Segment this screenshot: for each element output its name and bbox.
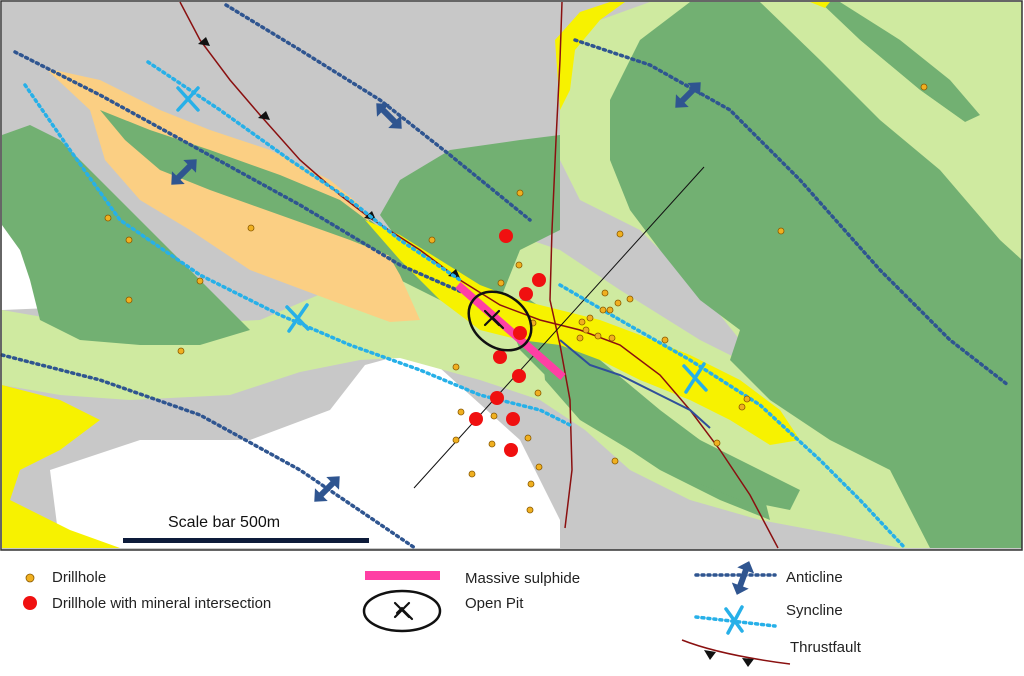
syncline-axis-northwest [146,60,462,282]
legend-massive-sulphide-label: Massive sulphide [465,570,581,587]
dark-green-unit-west [2,125,250,345]
yellow-unit-north-east-cap [810,2,830,8]
legend-syncline-symbol [694,605,777,635]
syncline-symbol-map-2 [285,303,310,333]
anticline-axis-east [573,38,1010,387]
anticline-symbol-map-1 [376,103,402,129]
legend-massive-sulphide-symbol [365,571,440,580]
dark-green-unit-northeast [820,2,980,122]
thrustfault-tooth-2 [258,111,270,120]
massive-sulphide-body [455,281,566,381]
anticline-axis-southwest [0,353,417,550]
light-green-unit-northeast [760,2,965,140]
anticline-axis-northwest [13,50,482,302]
yellow-unit-southwest [2,385,120,548]
legend-syncline-label: Syncline [786,602,843,619]
anticline-symbol-map-2 [171,159,197,185]
syncline-axis-east [558,283,907,550]
syncline-symbol-map-3 [682,362,708,394]
yellow-unit-north [555,2,625,110]
contact-line-blue [559,339,711,429]
syncline-axis-west [23,83,572,427]
legend-thrustfault-symbol [681,639,791,667]
yellow-unit-central [365,220,800,445]
anticline-axis-north [224,3,532,222]
scale-bar [123,538,369,543]
legend-drillhole-symbol [25,573,35,583]
syncline-axes [23,60,907,550]
light-green-unit-south [2,230,1022,548]
legend-intersection-symbol [23,596,37,610]
anticline-symbol-map-4 [314,476,340,502]
thrustfault-line [179,1,779,549]
anticline-axes [0,3,1010,550]
drillhole-markers [104,83,928,514]
legend-intersection-label: Drillhole with mineral intersection [52,595,272,612]
white-unit-south [50,350,560,548]
dark-green-unit-south-central [540,330,800,510]
legend-thrustfault-label: Thrustfault [790,639,861,656]
map-frame [0,0,1023,551]
legend-anticline-label: Anticline [786,569,843,586]
section-line [413,166,705,489]
scale-bar-label: Scale bar 500m [168,514,281,531]
legend-open-pit-symbol [362,589,442,633]
thrustfault-tooth-4 [448,269,460,278]
dark-green-unit-inside-orange [100,110,400,260]
intersection-drillhole-markers [469,229,546,457]
thrustfault-tooth-1 [198,37,210,46]
syncline-symbol-map-1 [176,86,200,112]
legend-open-pit-label: Open Pit [465,595,524,612]
fault-line-vertical [549,1,573,529]
legend-anticline-symbol [694,561,777,595]
dark-green-unit-east [610,2,1022,548]
anticline-symbol-map-3 [675,82,701,108]
legend-drillhole-label: Drillhole [52,569,107,586]
open-pit-map-symbol [467,290,533,352]
